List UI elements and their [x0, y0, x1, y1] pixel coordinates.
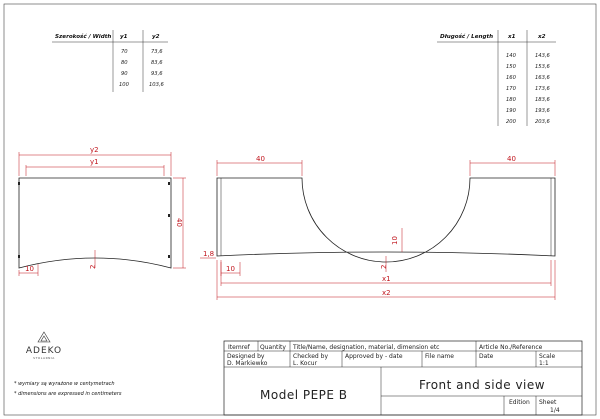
- length-row-x2: 163,6: [535, 75, 551, 81]
- tb-designed-label: Designed by: [227, 353, 265, 360]
- front-view-outline: [216, 177, 556, 263]
- width-row-y2: 83,6: [151, 60, 163, 66]
- length-table-header-x2: x2: [537, 34, 546, 40]
- tb-view-title: Front and side view: [419, 378, 545, 392]
- tb-itemref: Itemref: [228, 344, 251, 351]
- dim-height: 40: [175, 218, 183, 227]
- width-table: Szerokość / Width y1 y2 70 73,6 80 83,6 …: [52, 30, 168, 92]
- length-row-x2: 153,6: [535, 64, 551, 70]
- side-view-outline: [18, 177, 172, 269]
- tb-checked-by: L. Kocur: [293, 360, 318, 367]
- width-table-header-y1: y1: [120, 34, 128, 40]
- width-table-header-y2: y2: [152, 34, 160, 40]
- tb-date-label: Date: [479, 353, 494, 360]
- tb-checked-label: Checked by: [293, 353, 328, 360]
- dim-right-cut: 40: [507, 155, 516, 163]
- length-row-x1: 150: [506, 64, 517, 70]
- dim-arc-depth: 2: [380, 265, 388, 269]
- tb-designed-by: D. Markiewko: [227, 360, 268, 367]
- length-row-x1: 170: [506, 86, 517, 92]
- dim-arc-depth: 2: [89, 265, 97, 269]
- front-view: 40 40 10 2 1,8 10 x1 x2: [200, 155, 556, 300]
- length-table-header-name: Długość / Length: [440, 33, 493, 40]
- tb-sheet-label: Sheet: [539, 399, 557, 406]
- note-pl: * wymiary są wyrażone w centymetrach: [14, 381, 115, 387]
- length-table: Długość / Length x1 x2 140 143,6 150 153…: [437, 30, 556, 126]
- dim-center-height: 10: [391, 236, 399, 245]
- logo-name: ADEKO: [26, 346, 62, 356]
- length-row-x1: 180: [506, 97, 517, 103]
- dim-y2: y2: [90, 146, 99, 154]
- length-table-header-x1: x1: [507, 34, 516, 40]
- dim-left-cut: 40: [256, 155, 265, 163]
- length-row-x2: 193,6: [535, 108, 551, 114]
- length-row-x1: 140: [506, 53, 517, 59]
- tb-model: Model PEPE B: [260, 388, 348, 402]
- width-row-y2: 103,6: [149, 82, 165, 88]
- length-row-x2: 173,6: [535, 86, 551, 92]
- tb-title-label: Title/Name, designation, material, dimen…: [292, 344, 439, 351]
- tb-scale-label: Scale: [539, 353, 555, 360]
- tb-article-label: Article No./Reference: [479, 344, 543, 351]
- length-row-x2: 203,6: [535, 119, 551, 125]
- width-row-y1: 100: [119, 82, 130, 88]
- title-block: Itemref Quantity Title/Name, designation…: [223, 340, 583, 416]
- length-row-x2: 183,6: [535, 97, 551, 103]
- width-row-y1: 80: [121, 60, 128, 66]
- width-row-y1: 90: [121, 71, 128, 77]
- length-row-x2: 143,6: [535, 53, 551, 59]
- logo-sub: STOLARNIA: [33, 356, 55, 360]
- dim-x2: x2: [382, 289, 391, 297]
- dim-bottom-offset: 10: [25, 265, 34, 273]
- tb-quantity: Quantity: [260, 344, 286, 351]
- length-row-x1: 200: [506, 119, 517, 125]
- tb-scale-value: 1:1: [539, 360, 549, 367]
- tb-file-label: File name: [425, 353, 454, 360]
- dim-y1: y1: [90, 158, 99, 166]
- side-view: y2 y1 40 10 2: [18, 146, 186, 276]
- length-row-x1: 160: [506, 75, 517, 81]
- width-row-y1: 70: [121, 49, 128, 55]
- width-row-y2: 93,6: [151, 71, 163, 77]
- note-en: * dimensions are expressed in centimeter…: [14, 391, 122, 397]
- length-row-x1: 190: [506, 108, 517, 114]
- width-table-header-name: Szerokość / Width: [55, 33, 111, 40]
- tb-sheet-value: 1/4: [550, 407, 560, 414]
- dim-step: 1,8: [203, 250, 214, 258]
- adeko-logo: ADEKO STOLARNIA: [26, 331, 62, 360]
- dim-left-offset: 10: [226, 265, 235, 273]
- width-row-y2: 73,6: [151, 49, 163, 55]
- dim-x1: x1: [382, 275, 391, 283]
- tb-approved-label: Approved by - date: [345, 353, 403, 360]
- tb-edition-label: Edition: [509, 399, 530, 406]
